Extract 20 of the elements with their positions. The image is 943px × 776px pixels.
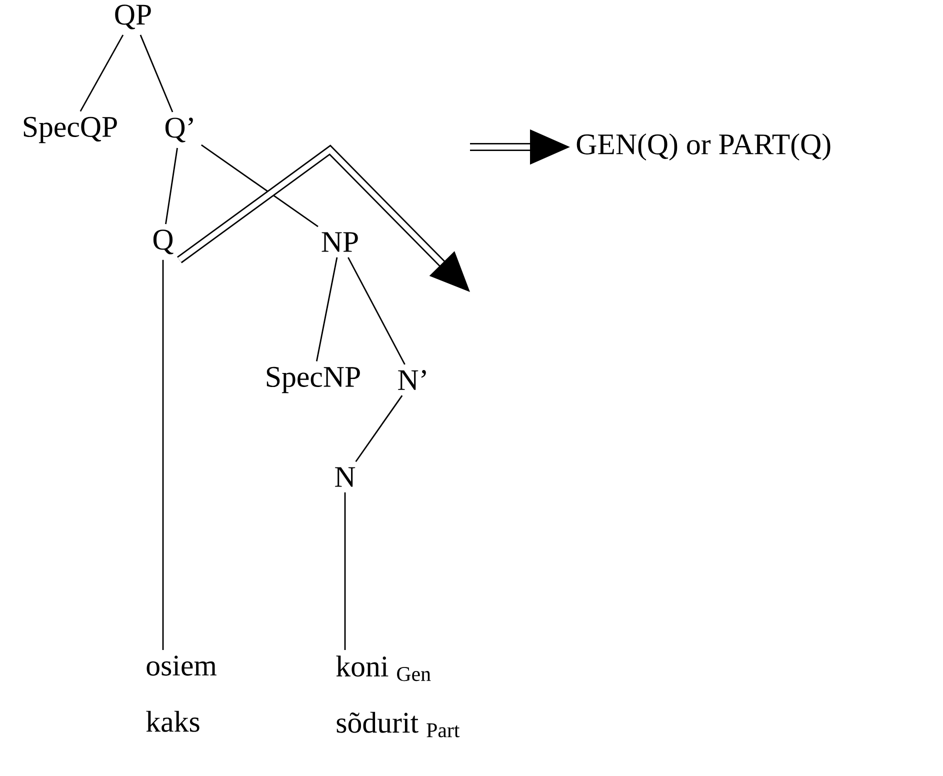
tree-label: N xyxy=(335,467,356,487)
tree-branch xyxy=(348,257,406,365)
tree-label: QP xyxy=(115,4,151,30)
tree-branch xyxy=(80,34,124,112)
tree-label: N’ xyxy=(398,370,426,390)
tree-branch xyxy=(140,34,174,112)
tree-branch xyxy=(162,260,164,650)
tree-label: Q’ xyxy=(165,118,193,142)
tree-label: osiem kaks xyxy=(146,656,216,732)
tree-branch xyxy=(200,144,318,228)
tree-label: SpecNP xyxy=(266,366,360,394)
tree-branch xyxy=(344,492,346,650)
tree-branch xyxy=(355,395,403,462)
tree-branch xyxy=(165,148,178,224)
tree-label: SpecQP xyxy=(24,116,117,144)
tree-label: koni $_{Gen}$ sõdurit $_{Part}$ xyxy=(336,656,460,738)
tree-label: NP xyxy=(322,232,358,252)
tree-label: Q xyxy=(153,230,174,254)
tree-branch xyxy=(316,257,338,362)
tree-label: GEN(Q) or PART(Q) xyxy=(576,133,830,161)
